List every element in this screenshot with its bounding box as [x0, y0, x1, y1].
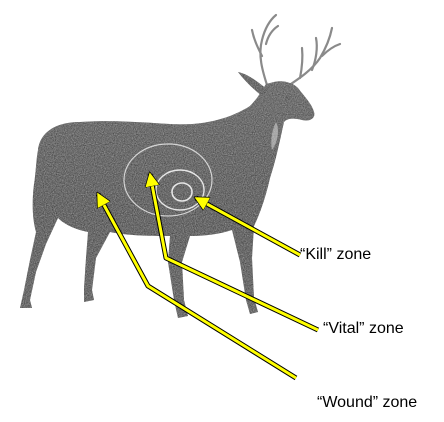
kill-zone-label: “Kill” zone [300, 246, 371, 264]
deer-body [20, 72, 314, 318]
vital-zone-label: “Vital” zone [323, 320, 404, 338]
wound-zone-label: “Wound” zone [317, 394, 417, 412]
antlers [252, 15, 340, 88]
